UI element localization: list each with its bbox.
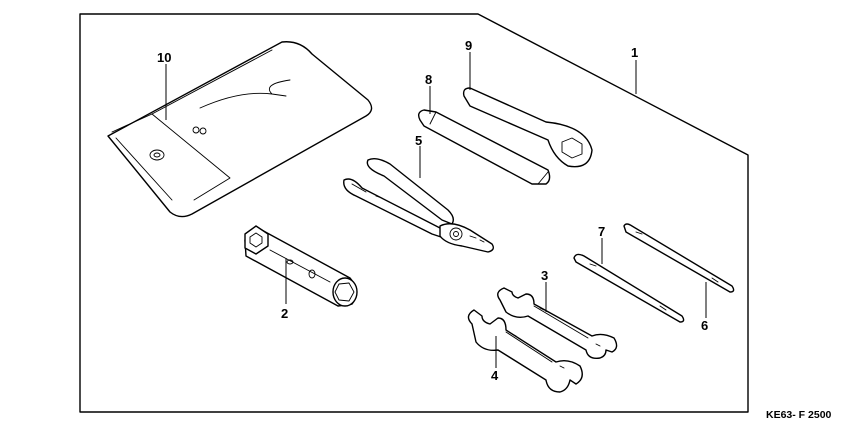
- callout-7: 7: [598, 224, 605, 239]
- double-wrench-large: [467, 309, 583, 393]
- tool-bag: [107, 41, 373, 218]
- callout-10: 10: [157, 50, 171, 65]
- diagram-frame: [79, 13, 749, 413]
- callout-5: 5: [415, 133, 422, 148]
- screwdriver-grip: [417, 109, 551, 185]
- callout-3: 3: [541, 268, 548, 283]
- single-spanner: [462, 87, 593, 168]
- box-wrench: [244, 225, 358, 307]
- double-wrench-small: [497, 287, 618, 360]
- pliers: [343, 157, 495, 253]
- callout-1: 1: [631, 45, 638, 60]
- callout-6: 6: [701, 318, 708, 333]
- double-screwdriver: [623, 223, 735, 293]
- diagram-code: KE63- F 2500: [766, 409, 832, 421]
- callout-8: 8: [425, 72, 432, 87]
- callout-2: 2: [281, 306, 288, 321]
- screwdriver: [573, 253, 685, 323]
- callout-4: 4: [491, 368, 499, 383]
- callout-9: 9: [465, 38, 472, 53]
